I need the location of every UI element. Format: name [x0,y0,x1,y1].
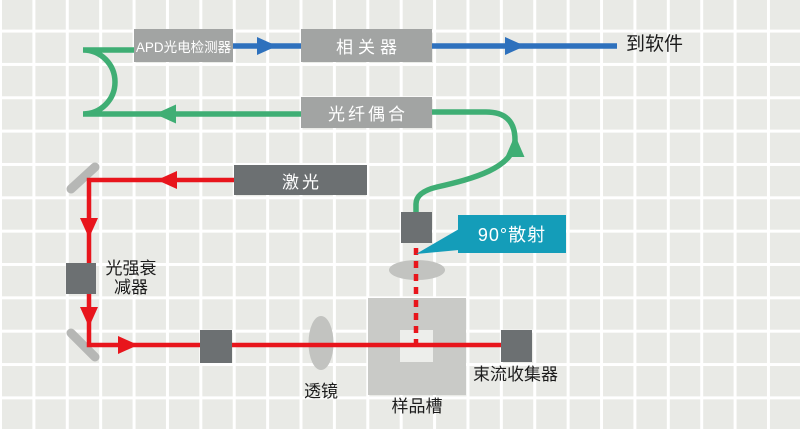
arrowhead-laser-left-icon [157,171,177,189]
software-label: 到软件 [626,34,684,55]
fiber-coupler-label: 光纤偶合 [328,105,408,124]
arrowhead-laser-down-icon [80,307,98,327]
correlator-label: 相关器 [336,38,402,57]
scatter-angle-callout: 90°散射 [458,215,566,253]
callout-pointer-icon [416,229,459,254]
attenuator-box [66,263,96,294]
sample-chamber-label: 样品槽 [391,397,443,416]
laser-box: 激光 [234,165,367,195]
collection-lens-icon [389,260,445,280]
upper-mirror-icon [66,162,100,194]
apd-detector-label: APD光电检测器 [135,39,232,55]
fiber-path-coupler-to-apd [82,47,301,117]
detector-head-box [401,212,432,243]
arrowhead-signal-right-icon [505,37,525,55]
attenuator-label: 光强衰 减器 [104,259,158,297]
arrowhead-laser-right-icon [118,336,138,354]
arrowhead-fiber-up-icon [505,135,525,157]
fiber-path-detector-to-coupler [413,109,518,212]
fiber-coupler-box: 光纤偶合 [301,97,432,128]
beam-dump-label: 束流收集器 [473,365,558,384]
beam-dump-box [501,330,532,362]
attenuator-label-line2: 减器 [114,278,148,297]
beam-conditioner-box [200,330,232,363]
lower-mirror-icon [66,328,100,362]
lens-label: 透镜 [304,382,338,401]
apd-detector-box: APD光电检测器 [134,29,233,62]
arrowhead-fiber-left-icon [155,104,176,124]
scatter-angle-label: 90°散射 [477,225,547,245]
laser-label: 激光 [282,172,322,192]
arrowhead-signal-right-icon [257,37,277,55]
correlator-box: 相关器 [301,29,432,62]
attenuator-label-line1: 光强衰 [105,259,157,278]
arrowhead-laser-down-icon [80,218,98,238]
